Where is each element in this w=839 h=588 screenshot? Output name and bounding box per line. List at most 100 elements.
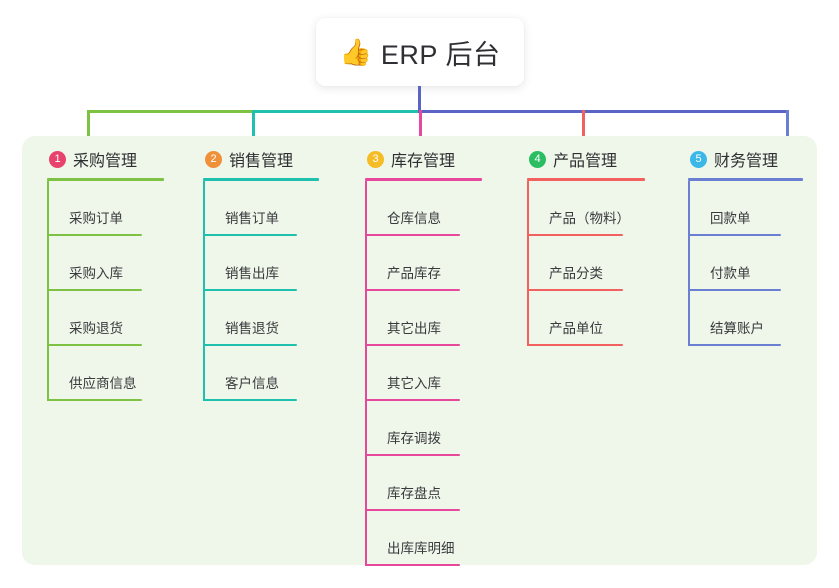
branch-item-label: 销售出库 [225, 266, 279, 281]
branch-item[interactable]: 销售退货 [203, 291, 319, 346]
branch-item[interactable]: 其它出库 [365, 291, 482, 346]
branch-spine [688, 181, 690, 346]
branch-item-label: 销售订单 [225, 211, 279, 226]
branch-drop-connector-3 [419, 110, 422, 138]
thumbs-up-icon: 👍 [339, 37, 372, 67]
branch-item-label: 客户信息 [225, 376, 279, 391]
branch-header-underline [527, 178, 645, 181]
branch-item-underline [365, 344, 460, 346]
branch-item-label: 采购入库 [69, 266, 123, 281]
root-node[interactable]: 👍 ERP 后台 [316, 18, 524, 86]
branch-item-underline [47, 344, 142, 346]
branch-item-underline [365, 454, 460, 456]
branch-item-underline [203, 344, 297, 346]
branch-item-label: 产品分类 [549, 266, 603, 281]
branch-item-underline [203, 399, 297, 401]
branch-item-label: 销售退货 [225, 321, 279, 336]
branch-item[interactable]: 供应商信息 [47, 346, 164, 401]
branch-item[interactable]: 客户信息 [203, 346, 319, 401]
branch-item-label: 库存调拨 [387, 431, 441, 446]
branch-index-badge: 5 [690, 150, 707, 168]
branch-items-5: 回款单付款单结算账户 [688, 181, 803, 346]
branch-item[interactable]: 产品（物料） [527, 181, 645, 236]
branch-item-underline [688, 234, 781, 236]
root-trunk-connector [418, 86, 421, 112]
branch-item-label: 其它入库 [387, 376, 441, 391]
branch-item-label: 供应商信息 [69, 376, 137, 391]
branch-item[interactable]: 销售订单 [203, 181, 319, 236]
branch-item[interactable]: 采购订单 [47, 181, 164, 236]
branch-item-underline [688, 344, 781, 346]
branch-item[interactable]: 采购入库 [47, 236, 164, 291]
branch-bus-segment-1 [87, 110, 253, 113]
branch-items-3: 仓库信息产品库存其它出库其它入库库存调拨库存盘点出库库明细 [365, 181, 482, 566]
branch-index-badge: 3 [367, 150, 384, 168]
branch-item[interactable]: 回款单 [688, 181, 803, 236]
branch-column-3: 3 库存管理仓库信息产品库存其它出库其它入库库存调拨库存盘点出库库明细 [365, 147, 482, 566]
branch-item-label: 采购订单 [69, 211, 123, 226]
branch-item-label: 回款单 [710, 211, 751, 226]
branch-item-underline [47, 289, 142, 291]
branch-item[interactable]: 产品单位 [527, 291, 645, 346]
branch-items-1: 采购订单采购入库采购退货供应商信息 [47, 181, 164, 401]
branch-item-underline [365, 234, 460, 236]
branch-title: 库存管理 [391, 153, 456, 170]
branch-item-underline [203, 234, 297, 236]
branch-item-label: 其它出库 [387, 321, 441, 336]
branch-item[interactable]: 产品分类 [527, 236, 645, 291]
branch-item-underline [203, 289, 297, 291]
branch-header-1[interactable]: 1 采购管理 [47, 147, 164, 171]
branch-header-underline [365, 178, 482, 181]
branch-item-label: 付款单 [710, 266, 751, 281]
branch-item-label: 出库库明细 [387, 541, 455, 556]
branch-header-4[interactable]: 4 产品管理 [527, 147, 645, 171]
branch-item-underline [47, 234, 142, 236]
branch-item[interactable]: 结算账户 [688, 291, 803, 346]
branch-item[interactable]: 采购退货 [47, 291, 164, 346]
branch-drop-connector-2 [252, 110, 255, 138]
branch-item[interactable]: 其它入库 [365, 346, 482, 401]
branch-header-5[interactable]: 5 财务管理 [688, 147, 803, 171]
branch-header-3[interactable]: 3 库存管理 [365, 147, 482, 171]
branch-item-label: 结算账户 [710, 321, 764, 336]
branch-item[interactable]: 库存盘点 [365, 456, 482, 511]
branch-item[interactable]: 付款单 [688, 236, 803, 291]
branch-item-underline [47, 399, 142, 401]
branch-bus-segment-3 [418, 110, 787, 113]
branch-item-label: 产品库存 [387, 266, 441, 281]
branch-header-underline [47, 178, 164, 181]
branch-items-4: 产品（物料） 产品分类产品单位 [527, 181, 645, 346]
branch-column-4: 4 产品管理产品（物料） 产品分类产品单位 [527, 147, 645, 346]
branch-item[interactable]: 库存调拨 [365, 401, 482, 456]
branch-spine [203, 181, 205, 401]
branch-title: 销售管理 [229, 153, 294, 170]
branch-item-underline [365, 289, 460, 291]
branch-spine [365, 181, 367, 566]
branch-column-5: 5 财务管理回款单付款单结算账户 [688, 147, 803, 346]
branch-item-label: 仓库信息 [387, 211, 441, 226]
branch-title: 产品管理 [553, 153, 618, 170]
branch-item[interactable]: 仓库信息 [365, 181, 482, 236]
branch-title: 财务管理 [714, 153, 779, 170]
branch-item[interactable]: 出库库明细 [365, 511, 482, 566]
branches-panel [22, 136, 817, 565]
branch-item-underline [527, 289, 623, 291]
branch-spine [527, 181, 529, 346]
branch-title: 采购管理 [73, 153, 138, 170]
branch-column-1: 1 采购管理采购订单采购入库采购退货供应商信息 [47, 147, 164, 401]
branch-item-underline [365, 564, 460, 566]
branch-item[interactable]: 销售出库 [203, 236, 319, 291]
branch-drop-connector-1 [87, 110, 90, 138]
branch-item-underline [365, 399, 460, 401]
branch-item-label: 采购退货 [69, 321, 123, 336]
branch-item-underline [527, 344, 623, 346]
branch-drop-connector-5 [786, 110, 789, 138]
branch-index-badge: 4 [529, 150, 546, 168]
branch-item-label: 产品单位 [549, 321, 603, 336]
branch-item[interactable]: 产品库存 [365, 236, 482, 291]
branch-index-badge: 1 [49, 150, 66, 168]
branch-bus-segment-2 [252, 110, 420, 113]
